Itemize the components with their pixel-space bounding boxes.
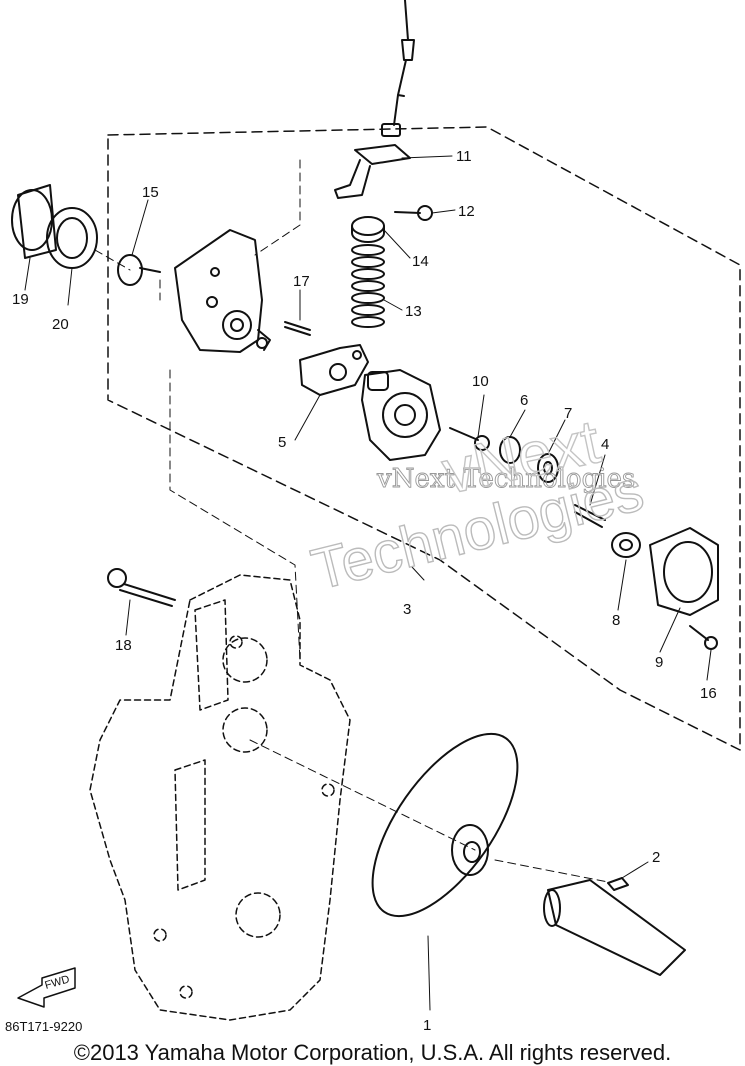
part-label-17: 17: [293, 273, 310, 290]
part-16-screw: [689, 625, 718, 650]
part-14-collar: [351, 216, 385, 243]
guide-lines: [94, 159, 609, 883]
assembly-outline: [107, 126, 741, 751]
part-label-16: 16: [700, 685, 717, 702]
pump-body: [174, 229, 271, 353]
part-label-7: 7: [564, 405, 572, 422]
part-19-cap: [11, 184, 57, 259]
part-11-bracket: [334, 144, 411, 199]
part-9-cover: [649, 527, 719, 616]
part-1-disc: [371, 732, 519, 918]
part-5-lever: [299, 344, 369, 396]
splined-shaft: [543, 879, 686, 976]
part-4-shaft: [574, 504, 606, 528]
part-15-shim: [117, 254, 161, 286]
part-label-4: 4: [601, 436, 609, 453]
part-12-screw: [394, 205, 433, 221]
drive-housing: [89, 574, 351, 1021]
part-label-14: 14: [412, 253, 429, 270]
part-label-11: 11: [456, 148, 472, 165]
part-13-spring: [351, 244, 385, 328]
part-label-2: 2: [652, 849, 660, 866]
part-label-9: 9: [655, 654, 663, 671]
watermark-line1: vNext Technologies: [376, 464, 635, 494]
part-18-bolt: [107, 568, 176, 607]
part-label-15: 15: [142, 184, 159, 201]
part-label-19: 19: [12, 291, 29, 308]
throttle-cable: [381, 0, 415, 137]
part-2-key: [607, 877, 629, 891]
part-label-18: 18: [115, 637, 132, 654]
copyright-notice: ©2013 Yamaha Motor Corporation, U.S.A. A…: [73, 1040, 672, 1065]
figure-code: 86T171-9220: [5, 1019, 82, 1034]
part-label-10: 10: [472, 373, 489, 390]
part-label-13: 13: [405, 303, 422, 320]
part-label-20: 20: [52, 316, 69, 333]
leader-lines: [24, 155, 712, 1011]
pump-housing: [361, 369, 441, 461]
part-label-12: 12: [458, 203, 475, 220]
part-label-5: 5: [278, 434, 286, 451]
part-label-1: 1: [423, 1017, 431, 1034]
fwd-arrow: [17, 967, 76, 1008]
part-label-3: 3: [403, 601, 411, 618]
part-8-bearing: [611, 532, 641, 558]
part-label-8: 8: [612, 612, 620, 629]
part-10-bolt: [449, 427, 490, 451]
part-label-6: 6: [520, 392, 528, 409]
part-17-pin: [284, 321, 311, 336]
